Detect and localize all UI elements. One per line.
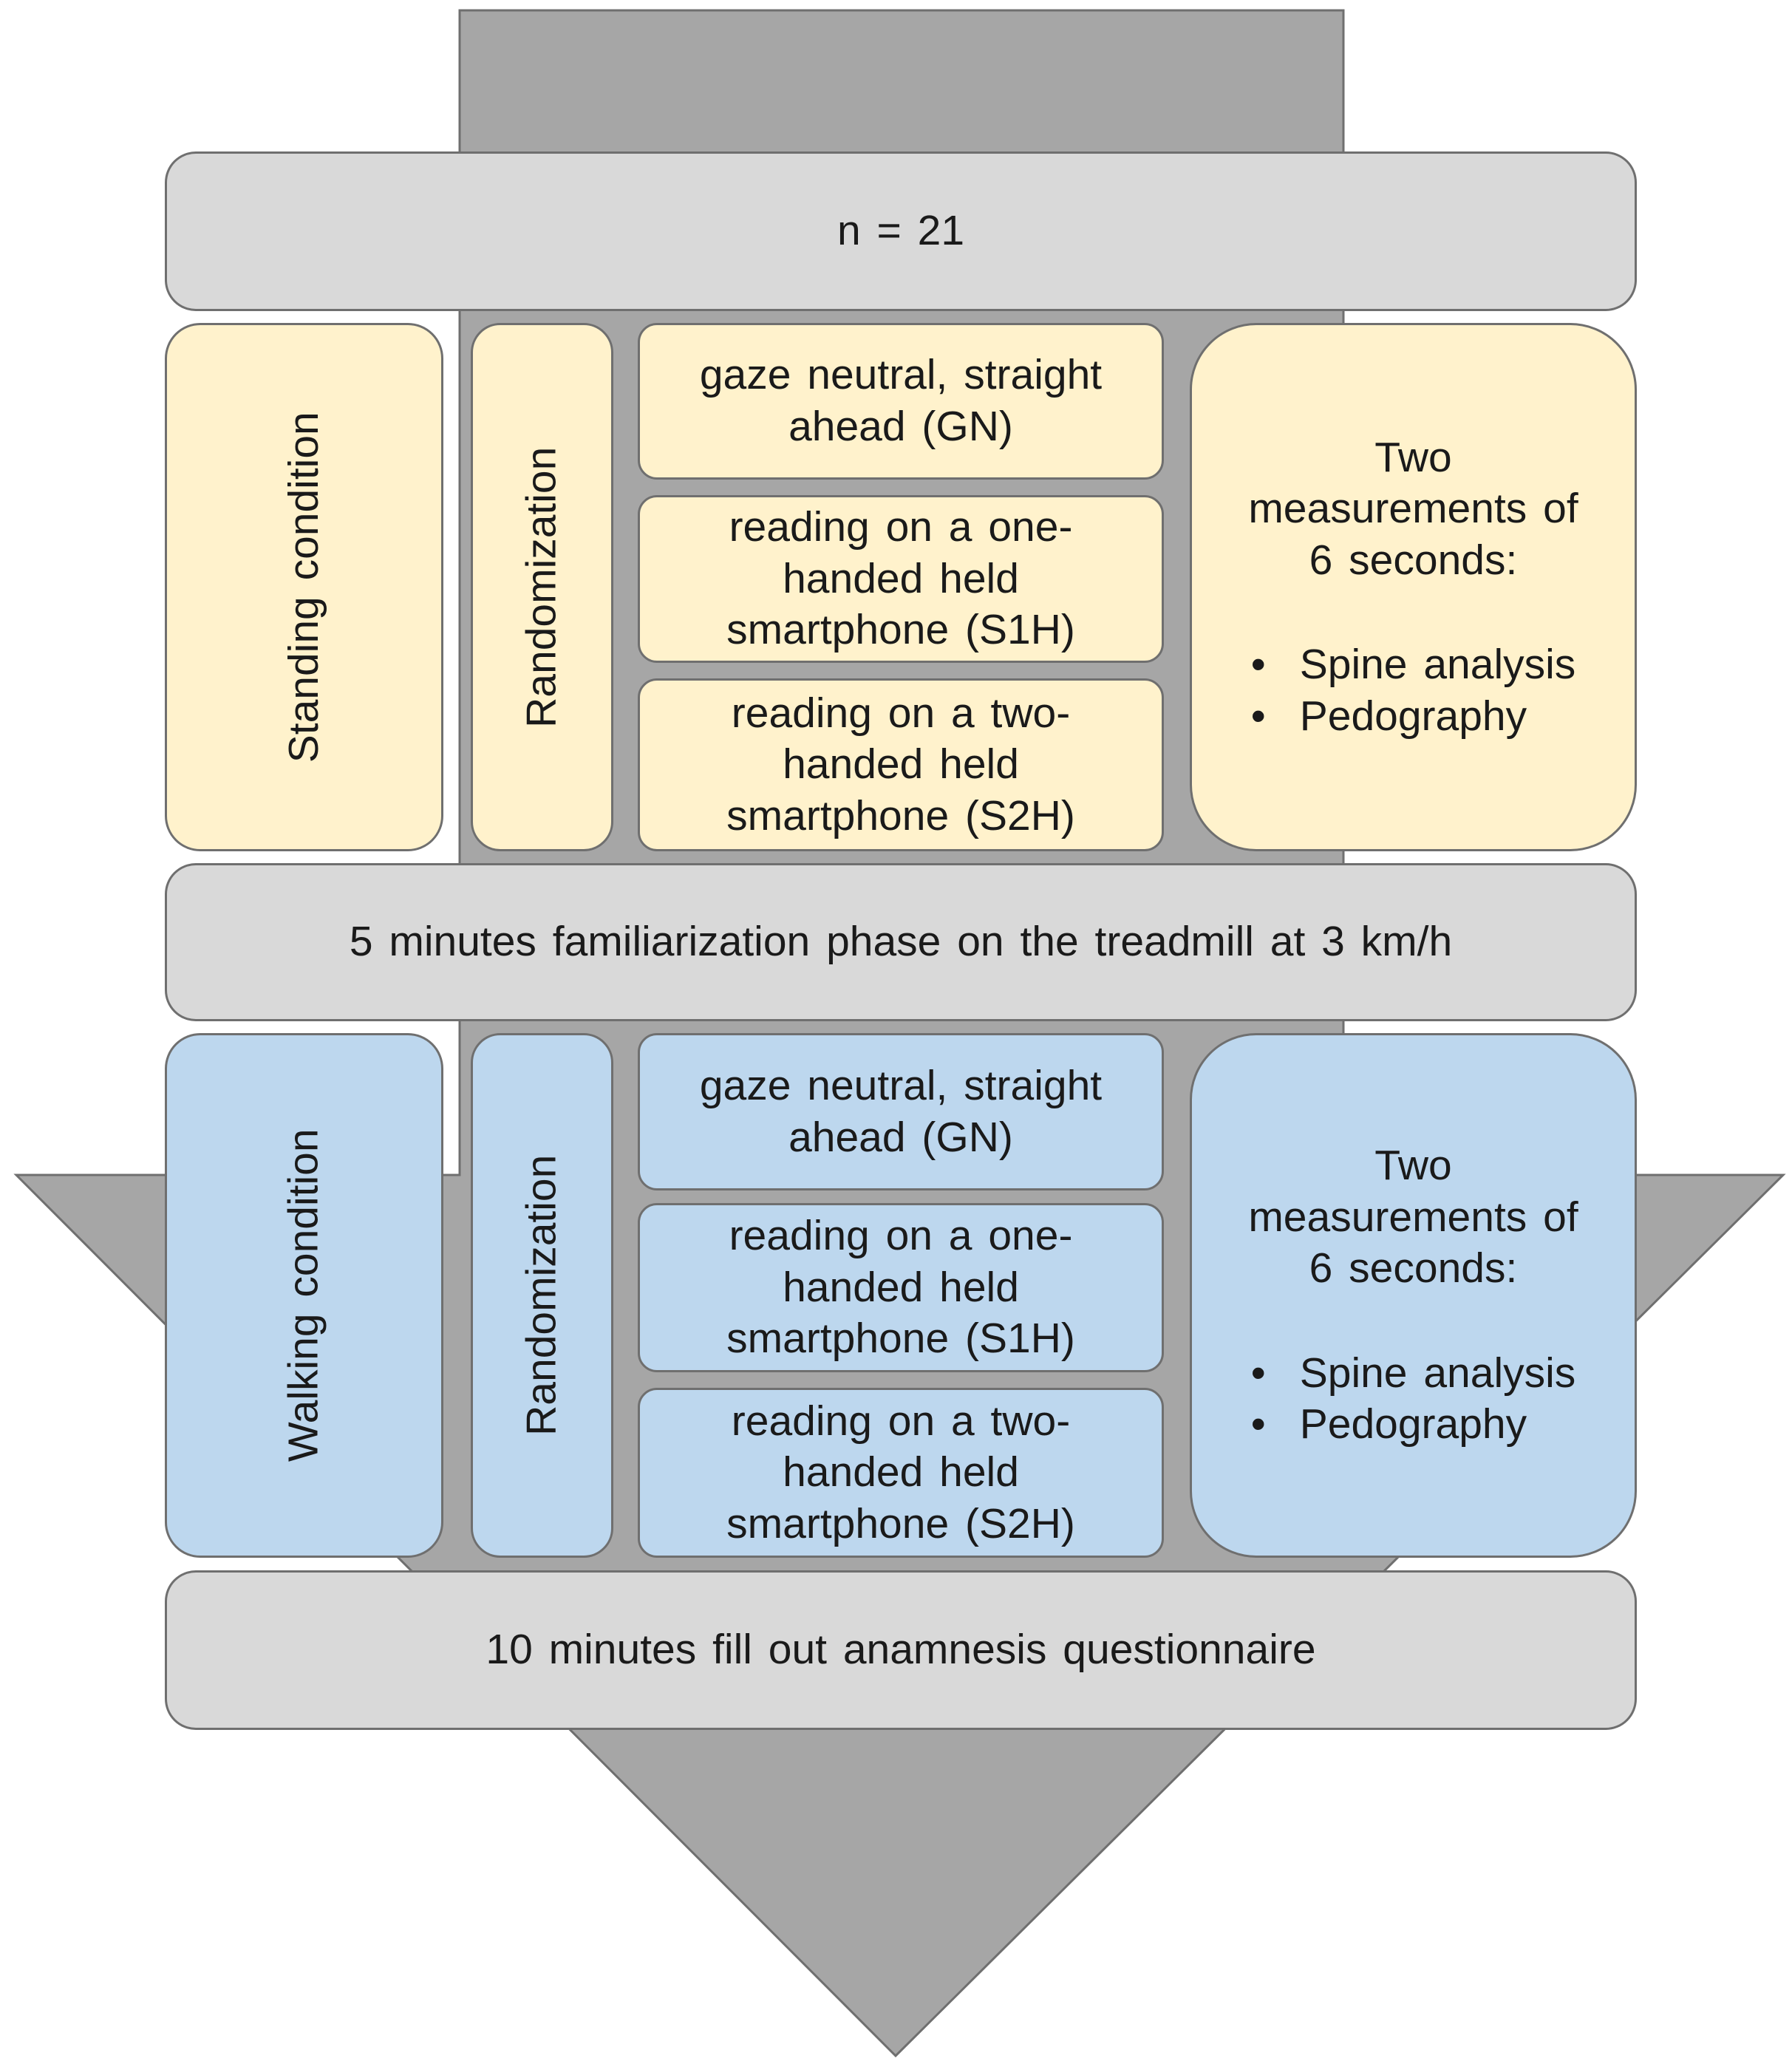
standing-task-s1h-line-2: handed held [783,554,1019,602]
walking-task-gn-line-2: ahead (GN) [788,1113,1013,1161]
standing-task-s1h: reading on a one- handed held smartphone… [638,495,1164,663]
standing-task-s2h: reading on a two- handed held smartphone… [638,678,1164,851]
standing-task-s1h-line-3: smartphone (S1H) [726,606,1075,654]
familiarization-label: 5 minutes familiarization phase on the t… [349,918,1453,966]
walking-task-gn-line-1: gaze neutral, straight [699,1061,1103,1109]
standing-measurement-spine: Spine analysis [1251,639,1576,691]
standing-task-gn-line-2: ahead (GN) [788,403,1013,450]
walking-task-s1h-line-3: smartphone (S1H) [726,1315,1075,1363]
standing-measurement-box: Two measurements of 6 seconds: Spine ana… [1190,323,1637,851]
walking-task-s1h: reading on a one- handed held smartphone… [638,1203,1164,1372]
walking-task-s1h-line-2: handed held [783,1263,1019,1311]
walking-task-s2h: reading on a two- handed held smartphone… [638,1388,1164,1558]
walking-condition-label: Walking condition [279,1128,327,1462]
walking-task-s1h-line-1: reading on a one- [729,1212,1073,1260]
walking-task-s2h-line-2: handed held [783,1448,1019,1496]
standing-task-s2h-line-1: reading on a two- [731,689,1071,737]
familiarization-box: 5 minutes familiarization phase on the t… [165,863,1637,1021]
questionnaire-box: 10 minutes fill out anamnesis questionna… [165,1570,1637,1730]
standing-measurement-line-2: measurements of [1248,485,1578,533]
walking-task-gn: gaze neutral, straight ahead (GN) [638,1033,1164,1190]
walking-measurement-line-3: 6 seconds: [1309,1244,1518,1292]
standing-task-s1h-line-1: reading on a one- [729,503,1073,551]
walking-measurement-list: Spine analysis Pedography [1251,1348,1576,1451]
questionnaire-label: 10 minutes fill out anamnesis questionna… [486,1626,1316,1674]
standing-randomization-box: Randomization [471,323,613,851]
walking-randomization-label: Randomization [517,1154,565,1437]
walking-task-s2h-line-3: smartphone (S2H) [726,1499,1075,1547]
walking-measurement-spine: Spine analysis [1251,1348,1576,1400]
walking-measurement-box: Two measurements of 6 seconds: Spine ana… [1190,1033,1637,1558]
standing-measurement-list: Spine analysis Pedography [1251,639,1576,742]
sample-size-box: n = 21 [165,151,1637,311]
standing-task-s2h-line-3: smartphone (S2H) [726,791,1075,839]
standing-measurement-line-3: 6 seconds: [1309,536,1518,584]
standing-measurement-pedography: Pedography [1251,691,1576,743]
standing-condition-label: Standing condition [279,411,327,763]
walking-condition-box: Walking condition [165,1033,443,1558]
standing-measurement-line-1: Two [1374,433,1452,481]
walking-measurement-line-2: measurements of [1248,1193,1578,1241]
standing-condition-box: Standing condition [165,323,443,851]
walking-measurement-line-1: Two [1374,1142,1452,1190]
sample-size-label: n = 21 [837,207,965,255]
standing-randomization-label: Randomization [517,446,565,728]
walking-measurement-pedography: Pedography [1251,1399,1576,1451]
walking-randomization-box: Randomization [471,1033,613,1558]
walking-task-s2h-line-1: reading on a two- [731,1397,1071,1445]
standing-task-gn: gaze neutral, straight ahead (GN) [638,323,1164,480]
standing-task-gn-line-1: gaze neutral, straight [699,351,1103,399]
standing-task-s2h-line-2: handed held [783,740,1019,788]
